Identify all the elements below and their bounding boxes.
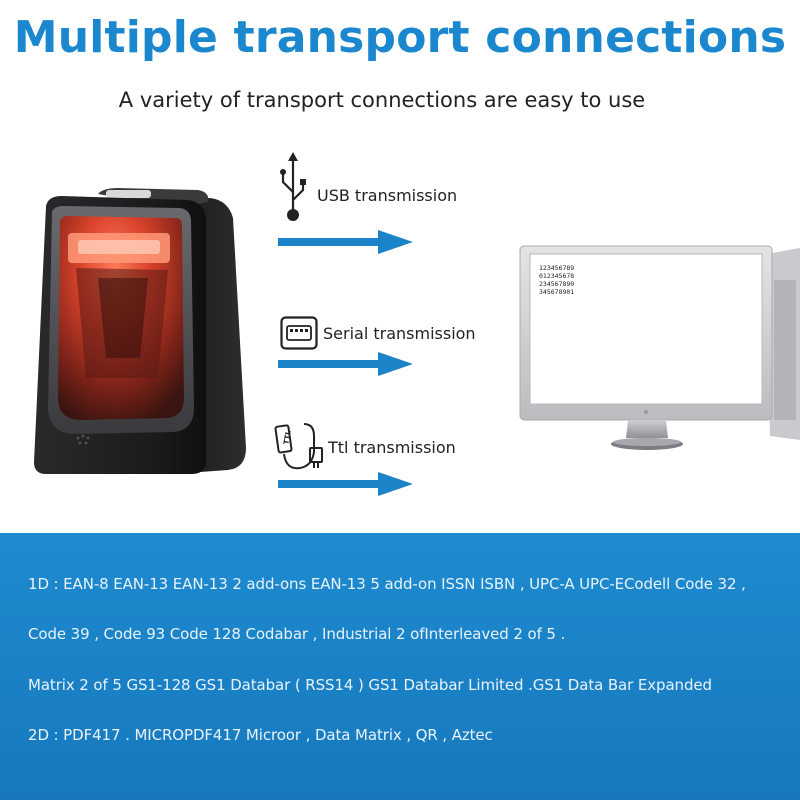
usb-icon bbox=[280, 152, 306, 221]
screen-line: 123456789 bbox=[539, 264, 575, 272]
screen-line: 345678901 bbox=[539, 288, 575, 296]
svg-text:TTL: TTL bbox=[282, 429, 292, 445]
serial-port-icon bbox=[280, 316, 318, 350]
serial-transmission-label: Serial transmission bbox=[323, 324, 476, 343]
codes-2d-line: 2D : PDF417 . MICROPDF417 Microor , Data… bbox=[28, 726, 493, 744]
usb-arrow bbox=[278, 230, 413, 254]
barcode-scanner-image bbox=[34, 188, 246, 474]
serial-arrow bbox=[278, 352, 413, 376]
supported-codes-panel bbox=[0, 533, 800, 800]
ttl-cable-icon: TTL bbox=[274, 423, 323, 470]
ttl-transmission-label: Ttl transmission bbox=[328, 438, 456, 457]
screen-barcode-output: 123456789 012345678 234567890 345678901 bbox=[539, 264, 574, 296]
usb-transmission-label: USB transmission bbox=[317, 186, 458, 205]
codes-line-2: Code 39 , Code 93 Code 128 Codabar , Ind… bbox=[28, 625, 566, 643]
screen-line: 234567890 bbox=[539, 280, 575, 288]
page-subtitle: A variety of transport connections are e… bbox=[118, 88, 646, 112]
page-title: Multiple transport connections bbox=[13, 12, 787, 63]
codes-1d-line: 1D : EAN-8 EAN-13 EAN-13 2 add-ons EAN-1… bbox=[28, 575, 746, 593]
codes-line-3: Matrix 2 of 5 GS1-128 GS1 Databar ( RSS1… bbox=[28, 676, 712, 694]
ttl-arrow bbox=[278, 472, 413, 496]
computer-monitor-image bbox=[519, 245, 800, 450]
screen-line: 012345678 bbox=[539, 272, 575, 280]
